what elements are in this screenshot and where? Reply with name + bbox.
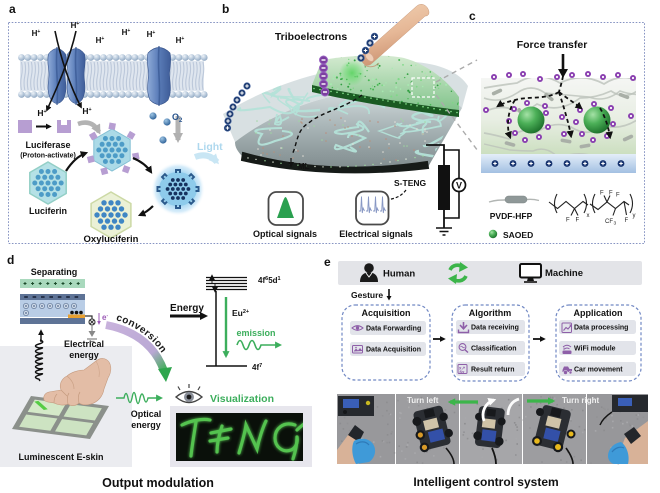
svg-text:H+: H+ [96, 36, 105, 45]
svg-text:Intelligent control system: Intelligent control system [413, 475, 558, 489]
svg-text:Luciferin: Luciferin [29, 206, 67, 216]
svg-text:6x: 6x [460, 370, 466, 375]
svg-text:H+: H+ [147, 30, 156, 39]
svg-text:S-TENG: S-TENG [394, 178, 427, 188]
svg-text:Output modulation: Output modulation [102, 476, 214, 490]
svg-text:Classification: Classification [471, 346, 517, 353]
svg-text:Force transfer: Force transfer [517, 39, 588, 51]
svg-text:H+: H+ [32, 29, 41, 38]
svg-text:F: F [616, 193, 620, 199]
svg-text:H+: H+ [176, 36, 185, 45]
svg-text:e-: e- [102, 313, 108, 322]
svg-text:Turn right: Turn right [562, 396, 600, 405]
svg-text:3: 3 [614, 221, 617, 227]
svg-text:F: F [625, 218, 629, 224]
svg-text:Eu2+: Eu2+ [232, 308, 249, 318]
svg-text:V: V [456, 181, 462, 191]
svg-text:F: F [566, 218, 570, 224]
svg-text:CF: CF [605, 219, 613, 225]
svg-text:WiFi module: WiFi module [574, 346, 616, 353]
svg-text:Electrical: Electrical [64, 339, 104, 349]
svg-text:Acquisition: Acquisition [362, 308, 411, 318]
svg-text:Separating: Separating [31, 267, 78, 277]
svg-text:SAOED: SAOED [503, 230, 533, 240]
svg-text:Energy: Energy [170, 303, 204, 314]
svg-text:Human: Human [383, 269, 415, 280]
svg-text:Luciferase: Luciferase [25, 140, 70, 150]
svg-text:Data receiving: Data receiving [471, 325, 519, 332]
svg-text:Electrical signals: Electrical signals [339, 229, 413, 239]
svg-text:y: y [633, 213, 636, 219]
svg-text:emission: emission [236, 328, 275, 338]
svg-text:4f65d1: 4f65d1 [258, 276, 281, 285]
svg-text:Luminescent E-skin: Luminescent E-skin [18, 452, 103, 462]
svg-text:F: F [609, 191, 613, 197]
svg-text:x↗: x↗ [459, 366, 466, 371]
svg-text:Light: Light [197, 141, 223, 153]
svg-text:Result return: Result return [471, 367, 515, 374]
svg-text:Application: Application [574, 308, 623, 318]
svg-text:PVDF-HFP: PVDF-HFP [490, 211, 533, 221]
svg-text:energy: energy [69, 350, 99, 360]
svg-text:H+: H+ [82, 106, 91, 116]
svg-text:ML: ML [298, 162, 310, 171]
svg-text:Data Acquisition: Data Acquisition [366, 347, 421, 354]
svg-text:a: a [9, 2, 16, 16]
svg-text:H+: H+ [122, 28, 131, 37]
svg-text:H+: H+ [71, 21, 80, 30]
svg-text:Turn left: Turn left [407, 396, 439, 405]
svg-text:F: F [576, 218, 580, 224]
svg-text:d: d [7, 253, 14, 267]
svg-text:F: F [600, 191, 604, 197]
svg-text:x: x [587, 213, 590, 219]
svg-text:energy: energy [131, 420, 161, 430]
svg-text:Machine: Machine [545, 268, 583, 279]
svg-text:Data Forwarding: Data Forwarding [366, 326, 421, 333]
svg-text:H+: H+ [37, 108, 46, 118]
svg-text:O2: O2 [172, 112, 183, 124]
svg-text:4f7: 4f7 [252, 363, 262, 372]
svg-text:Data processing: Data processing [574, 325, 628, 332]
svg-text:Visualization: Visualization [210, 393, 274, 405]
svg-text:(Proton-activate): (Proton-activate) [20, 153, 76, 160]
svg-text:Optical signals: Optical signals [253, 229, 317, 239]
svg-text:Triboelectrons: Triboelectrons [275, 31, 348, 43]
svg-text:e: e [324, 255, 331, 269]
svg-text:b: b [222, 2, 229, 16]
svg-text:Optical: Optical [131, 409, 162, 419]
svg-text:Oxyluciferin: Oxyluciferin [84, 234, 139, 245]
svg-text:Gesture: Gesture [351, 290, 383, 300]
svg-text:Algorithm: Algorithm [469, 308, 512, 318]
svg-text:Car movement: Car movement [574, 367, 623, 374]
svg-text:c: c [469, 9, 476, 23]
